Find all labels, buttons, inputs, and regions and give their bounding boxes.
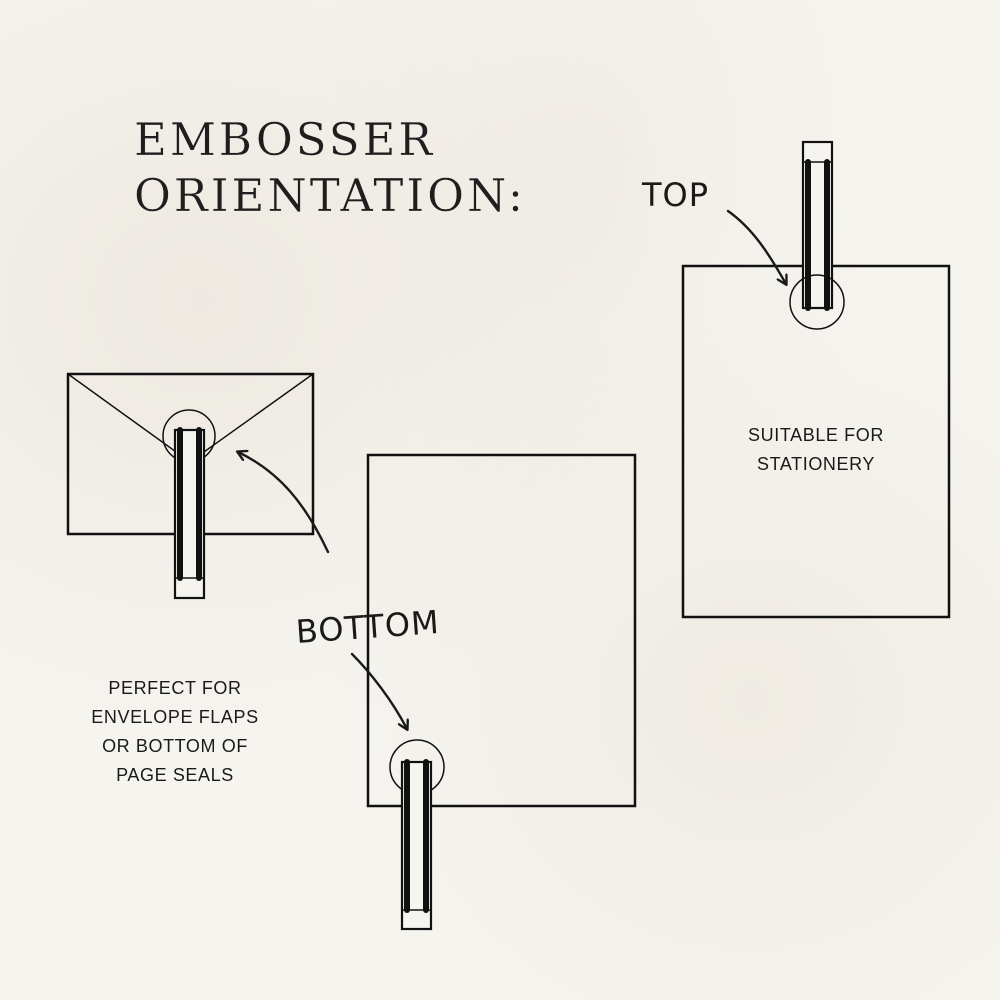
arrow-top xyxy=(726,209,786,284)
caption-line: STATIONERY xyxy=(756,454,876,474)
caption-line: OR BOTTOM OF xyxy=(102,736,248,756)
caption-envelope: PERFECT FOR ENVELOPE FLAPS OR BOTTOM OF … xyxy=(60,674,290,790)
arrow-bottom xyxy=(350,652,407,729)
caption-line: SUITABLE FOR xyxy=(748,425,884,445)
caption-line: PERFECT FOR xyxy=(108,678,242,698)
embosser-bottom xyxy=(389,739,445,931)
embosser-envelope xyxy=(162,409,216,600)
caption-line: PAGE SEALS xyxy=(116,765,234,785)
label-top: TOP xyxy=(642,176,710,214)
caption-line: ENVELOPE FLAPS xyxy=(91,707,259,727)
seal-circle xyxy=(789,274,845,330)
title-line-1: EMBOSSER xyxy=(134,113,436,166)
paper-sheet-bottom xyxy=(366,453,637,808)
embosser-top xyxy=(789,140,845,330)
diagram-title: EMBOSSER ORIENTATION: xyxy=(134,112,554,224)
caption-stationery: SUITABLE FOR STATIONERY xyxy=(716,421,916,479)
title-line-2: ORIENTATION: xyxy=(134,169,526,222)
arrow-envelope xyxy=(238,452,330,554)
